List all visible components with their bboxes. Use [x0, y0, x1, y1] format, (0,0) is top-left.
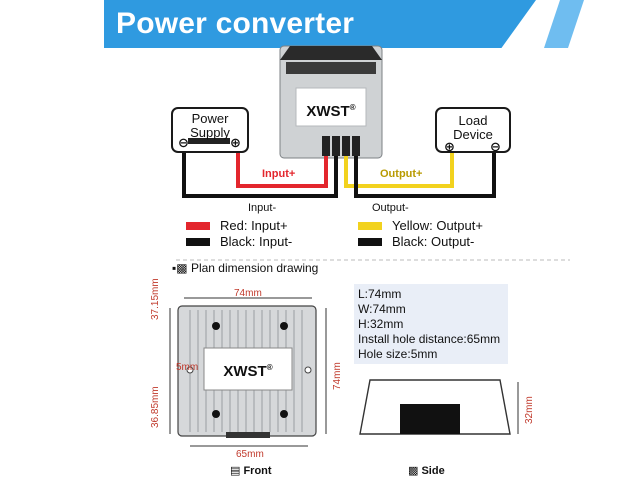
wire-output-pos	[344, 152, 454, 188]
wire-input-neg	[182, 152, 338, 198]
brand-text: XWST	[306, 103, 350, 120]
input-negative-label: Input-	[248, 202, 277, 214]
legend-swatch-red	[186, 222, 210, 230]
plan-title-text: Plan dimension drawing	[190, 261, 319, 275]
dim-height-lower: 36.85mm	[150, 386, 161, 428]
spec-hole-distance: Install hole distance:65mm	[358, 332, 501, 346]
output-positive-label: Output+	[380, 168, 423, 180]
wire-output-neg	[354, 152, 496, 198]
dim-hole: 5mm	[176, 362, 199, 373]
power-supply-label-line1: Power	[191, 111, 229, 126]
spec-height: H:32mm	[358, 317, 404, 331]
spec-hole-size: Hole size:5mm	[358, 347, 438, 361]
dim-side-height: 32mm	[524, 396, 535, 424]
side-view-drawing	[359, 379, 519, 435]
legend-swatch-black-input	[186, 238, 210, 246]
load-negative-terminal: ⊖	[490, 139, 501, 154]
plan-title: ▪▩ Plan dimension drawing	[172, 262, 318, 275]
front-view-icon: ▤	[230, 465, 244, 477]
legend-red-input-pos: Red: Input+	[220, 218, 288, 233]
load-device-label-line2: Device	[453, 127, 493, 142]
spec-length: L:74mm	[358, 287, 402, 301]
legend-yellow-output-pos: Yellow: Output+	[392, 218, 483, 233]
side-view-icon: ▩	[408, 465, 422, 477]
legend-swatch-yellow	[358, 222, 382, 230]
converter-brand: XWST®	[300, 100, 362, 120]
output-negative-label: Output-	[372, 202, 409, 214]
legend-black-input-neg: Black: Input-	[220, 234, 293, 249]
front-view-drawing	[169, 297, 327, 447]
load-device-box	[435, 107, 511, 153]
side-view-text: Side	[421, 465, 445, 477]
header-banner	[104, 0, 536, 48]
load-device-label: Load Device	[436, 114, 510, 142]
dim-height-upper: 37.15mm	[150, 278, 161, 320]
dim-width-top: 74mm	[234, 288, 262, 299]
power-supply-label: Power Supply	[172, 112, 248, 140]
converter-unit	[279, 45, 383, 159]
plan-bullet-icon: ▪▩	[172, 261, 191, 275]
front-brand-text: XWST	[223, 363, 267, 380]
side-view-caption: ▩ Side	[408, 465, 445, 477]
wire-input-pos	[236, 152, 328, 188]
legend-swatch-black-output	[358, 238, 382, 246]
legend-black-output-neg: Black: Output-	[392, 234, 475, 249]
page-title: Power converter	[116, 7, 355, 40]
front-view-text: Front	[243, 465, 272, 477]
ps-positive-terminal: ⊕	[230, 135, 241, 150]
input-positive-label: Input+	[262, 168, 296, 180]
front-view-caption: ▤ Front	[230, 465, 272, 477]
dim-hole-distance: 65mm	[236, 449, 264, 460]
dim-height-right: 74mm	[332, 362, 343, 390]
registered-mark: ®	[349, 103, 356, 112]
front-brand: XWST®	[212, 360, 284, 380]
spec-width: W:74mm	[358, 302, 406, 316]
ps-negative-terminal: ⊖	[178, 135, 189, 150]
load-positive-terminal: ⊕	[444, 139, 455, 154]
load-device-label-line1: Load	[458, 113, 488, 128]
front-registered-mark: ®	[266, 363, 273, 372]
power-supply-label-line2: Supply	[190, 125, 230, 140]
spec-panel: L:74mm W:74mm H:32mm Install hole distan…	[354, 284, 508, 364]
